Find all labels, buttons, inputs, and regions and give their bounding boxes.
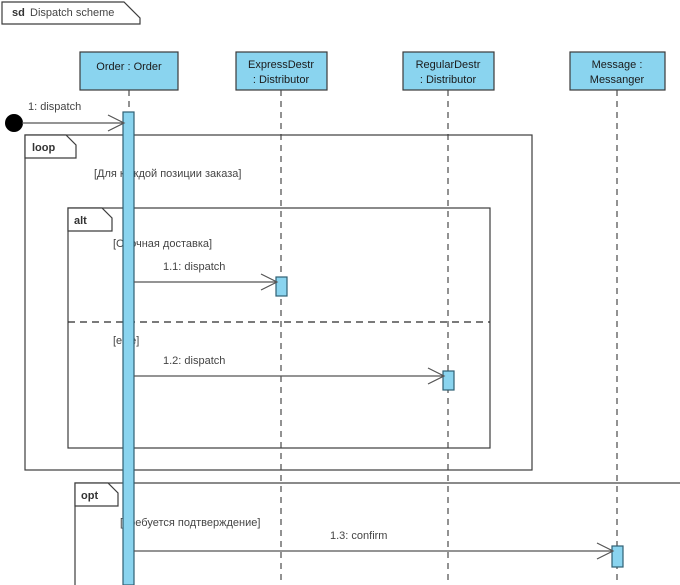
fragment-opt[interactable]: opt [Требуется подтверждение] [74, 482, 680, 585]
lifeline-box[interactable] [402, 51, 495, 91]
lifeline-label-line2: : Distributor [253, 74, 310, 86]
message-label: 1.1: dispatch [163, 261, 225, 273]
fragment-opt-guard: [Требуется подтверждение] [120, 517, 260, 529]
lifeline-label-line2: : Distributor [420, 74, 477, 86]
fragment-opt-operator: opt [81, 490, 98, 502]
message-arrowhead [427, 367, 446, 385]
message-arrowhead [260, 273, 279, 291]
lifeline-box[interactable] [569, 51, 666, 91]
lifeline-label-line1: Message : [592, 59, 643, 71]
lifeline-head-order[interactable]: Order : Order [79, 51, 179, 91]
fragment-opt-border [74, 482, 680, 585]
fragment-loop[interactable]: loop [Для каждой позиции заказа] [24, 134, 533, 471]
message-1-dispatch[interactable]: 1: dispatch [5, 101, 126, 132]
lifeline-label-line1: ExpressDestr [248, 59, 314, 71]
found-message-start-dot [5, 114, 23, 132]
fragment-alt-guard: [Срочная доставка] [113, 238, 212, 250]
fragment-alt-operator: alt [74, 215, 87, 227]
fragment-alt-border [67, 207, 491, 449]
diagram-kind-keyword: sd [12, 7, 25, 19]
diagram-frame-tab-shape [1, 1, 141, 25]
fragment-alt-tab-shape [67, 207, 113, 232]
message-arrowhead [596, 542, 615, 560]
fragment-loop-guard: [Для каждой позиции заказа] [94, 168, 241, 180]
diagram-title: Dispatch scheme [30, 7, 114, 19]
activation-bar-order[interactable] [122, 111, 135, 585]
lifeline-box[interactable] [79, 51, 179, 91]
lifeline-head-messenger[interactable]: Message : Messanger [569, 51, 666, 91]
lifeline-label-line1: Order : Order [96, 61, 162, 73]
lifeline-label-line1: RegularDestr [416, 59, 481, 71]
message-arrowhead [107, 114, 126, 132]
fragment-loop-operator: loop [32, 142, 55, 154]
message-label: 1.3: confirm [330, 530, 387, 542]
fragment-loop-tab-shape [24, 134, 77, 159]
message-label: 1: dispatch [28, 101, 81, 113]
message-12-dispatch[interactable]: 1.2: dispatch [134, 355, 446, 385]
lifeline-label-line2: Messanger [590, 74, 645, 86]
lifeline-head-express[interactable]: ExpressDestr : Distributor [235, 51, 328, 91]
message-11-dispatch[interactable]: 1.1: dispatch [134, 261, 279, 291]
activation-bar-messenger[interactable] [611, 545, 624, 568]
fragment-opt-tab-shape [74, 482, 119, 507]
lifeline-head-regular[interactable]: RegularDestr : Distributor [402, 51, 495, 91]
fragment-alt[interactable]: alt [Срочная доставка] [else] [67, 207, 491, 449]
activation-bar-express[interactable] [275, 276, 288, 297]
fragment-loop-border [24, 134, 533, 471]
message-13-confirm[interactable]: 1.3: confirm [134, 530, 615, 560]
diagram-frame-header: sd Dispatch scheme [1, 1, 141, 25]
message-label: 1.2: dispatch [163, 355, 225, 367]
activation-bar-regular[interactable] [442, 370, 455, 391]
